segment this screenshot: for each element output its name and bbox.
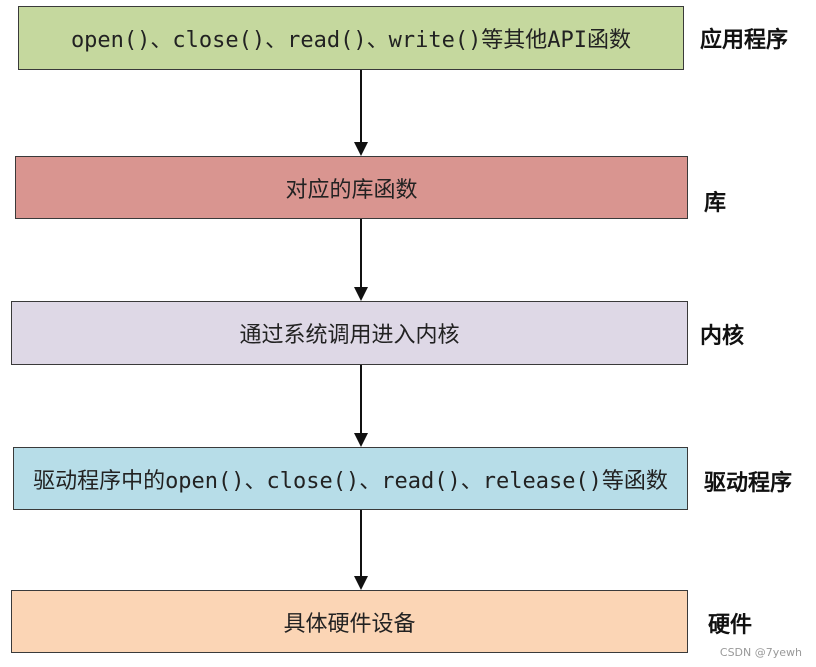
layer-label-driver: 驱动程序: [704, 471, 793, 496]
arrow-down-3: [354, 365, 368, 447]
layer-box-driver: 驱动程序中的open()、close()、read()、release()等函数: [13, 447, 688, 510]
layer-text-kernel: 通过系统调用进入内核: [239, 323, 460, 348]
layer-label-library: 库: [704, 191, 727, 216]
layer-text-library: 对应的库函数: [285, 177, 418, 203]
layer-box-kernel: 通过系统调用进入内核: [11, 301, 688, 365]
arrow-down-1: [354, 70, 368, 156]
watermark: CSDN @7yewh: [719, 646, 802, 659]
layer-text-driver: 驱动程序中的open()、close()、read()、release()等函数: [33, 468, 668, 494]
layer-box-hardware: 具体硬件设备: [11, 590, 688, 653]
layer-box-library: 对应的库函数: [15, 156, 688, 219]
layer-label-kernel: 内核: [700, 324, 745, 349]
layer-label-hardware: 硬件: [708, 613, 753, 638]
arrow-down-4: [354, 510, 368, 590]
layer-label-application: 应用程序: [700, 28, 789, 53]
layer-text-hardware: 具体硬件设备: [283, 611, 416, 637]
layer-box-application: open()、close()、read()、write()等其他API函数: [18, 6, 684, 70]
arrow-down-2: [354, 219, 368, 301]
layer-text-application: open()、close()、read()、write()等其他API函数: [70, 28, 632, 53]
